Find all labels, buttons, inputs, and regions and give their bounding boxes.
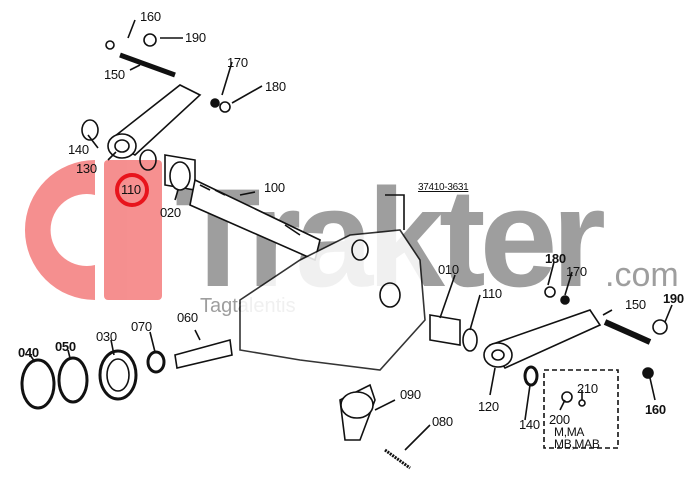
callout-200[interactable]: 200 [549,412,570,427]
callout-020[interactable]: 020 [160,205,181,220]
callout-030[interactable]: 030 [96,329,117,344]
watermark-suffix: .com [605,256,679,294]
callout-180[interactable]: 180 [265,79,286,94]
callout-130[interactable]: 130 [76,161,97,176]
variant-label-m-ma: M,MA [554,425,585,439]
callout-170-right[interactable]: 170 [566,264,587,279]
callout-120[interactable]: 120 [478,399,499,414]
callout-100[interactable]: 100 [264,180,285,195]
callout-070[interactable]: 070 [131,319,152,334]
highlight-circle [115,173,149,207]
callout-110[interactable]: 110 [482,286,502,301]
callout-050[interactable]: 050 [55,339,76,354]
callout-190-right[interactable]: 190 [663,291,684,306]
callout-060[interactable]: 060 [177,310,198,325]
callout-110-highlighted[interactable]: 110 [121,182,141,197]
variant-label-mb-mab: MB,MAB [554,437,600,451]
callout-210[interactable]: 210 [577,381,598,396]
callout-040[interactable]: 040 [18,345,39,360]
callout-170[interactable]: 170 [227,55,248,70]
callout-150[interactable]: 150 [104,67,125,82]
callout-090[interactable]: 090 [400,387,421,402]
callout-160[interactable]: 160 [140,9,161,24]
callout-180-right[interactable]: 180 [545,251,566,266]
callout-190[interactable]: 190 [185,30,206,45]
callout-160-right[interactable]: 160 [645,402,666,417]
callout-150-right[interactable]: 150 [625,297,646,312]
callout-140[interactable]: 140 [68,142,89,157]
callout-080[interactable]: 080 [432,414,453,429]
callout-140-right[interactable]: 140 [519,417,540,432]
assembly-part-number[interactable]: 37410-3631 [418,182,469,193]
callout-010[interactable]: 010 [438,262,459,277]
